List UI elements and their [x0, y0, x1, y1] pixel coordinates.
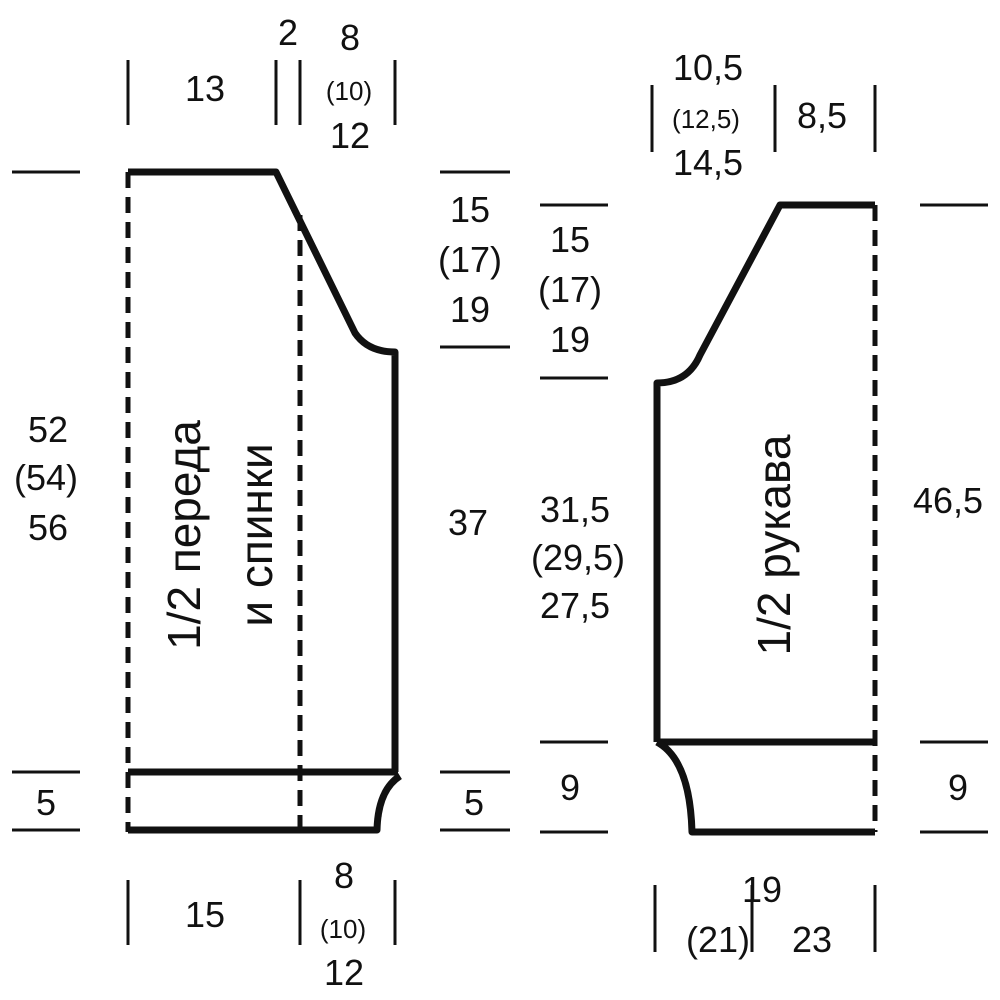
- sleeve-top-dimensions: 10,5 (12,5) 14,5 8,5: [650, 47, 877, 183]
- sleeve-cap-height-2: (17): [538, 269, 602, 310]
- sleeve-title: 1/2 рукава: [748, 434, 800, 655]
- sleeve-cap-height-1: 15: [550, 219, 590, 260]
- body-side-length: 37: [448, 502, 488, 543]
- body-bottom-dimensions: 15 8 (10) 12: [126, 855, 397, 993]
- sleeve-cuff-edge: [655, 738, 875, 836]
- body-right-dimensions: 15 (17) 19 37 5: [438, 170, 510, 832]
- sleeve-length-2: (29,5): [531, 537, 625, 578]
- sleeve-right-dimensions: 46,5 9: [913, 203, 988, 834]
- body-bottom-side-3: 12: [324, 952, 364, 993]
- body-neck-width-3: 12: [330, 115, 370, 156]
- body-neck-width-1: 8: [340, 17, 360, 58]
- body-neck-width-2: (10): [326, 76, 372, 106]
- body-rib-height-right: 5: [464, 782, 484, 823]
- sleeve-cap-width-3: 14,5: [673, 142, 743, 183]
- body-top-dimensions: 13 2 8 (10) 12: [126, 12, 397, 156]
- body-title-line1: 1/2 переда: [158, 420, 210, 650]
- body-piece: 1/2 переда и спинки: [125, 168, 403, 834]
- body-bottom-width: 15: [185, 894, 225, 935]
- sleeve-cuff-height-right: 9: [948, 767, 968, 808]
- body-shoulder-width: 13: [185, 68, 225, 109]
- sleeve-bottom-width-1: 19: [742, 869, 782, 910]
- sleeve-outline: [653, 201, 875, 742]
- body-height-2: (54): [14, 457, 78, 498]
- body-rib-height-left: 5: [36, 782, 56, 823]
- sleeve-total-length: 46,5: [913, 480, 983, 521]
- sleeve-left-dimensions: 15 (17) 19 31,5 (29,5) 27,5 9: [531, 203, 625, 834]
- body-armhole-1: 15: [450, 189, 490, 230]
- sleeve-top-edge-width: 8,5: [797, 95, 847, 136]
- sleeve-length-3: 27,5: [540, 585, 610, 626]
- body-outline: [128, 168, 399, 772]
- sleeve-piece: 1/2 рукава: [653, 201, 878, 836]
- body-armhole-2: (17): [438, 239, 502, 280]
- sleeve-bottom-width-3: 23: [792, 919, 832, 960]
- sleeve-bottom-dimensions: 19 (21) 23: [653, 869, 877, 960]
- sleeve-cap-width-1: 10,5: [673, 47, 743, 88]
- sleeve-cuff-height-left: 9: [560, 767, 580, 808]
- body-armhole-3: 19: [450, 289, 490, 330]
- body-height-1: 52: [28, 409, 68, 450]
- sleeve-bottom-width-2: (21): [686, 919, 750, 960]
- body-left-dimensions: 52 (54) 56 5: [12, 170, 80, 832]
- sleeve-cap-height-3: 19: [550, 319, 590, 360]
- body-bottom-side-2: (10): [320, 914, 366, 944]
- body-bottom-side-1: 8: [334, 855, 354, 896]
- body-height-3: 56: [28, 507, 68, 548]
- body-title-line2: и спинки: [230, 443, 282, 626]
- body-gap-width: 2: [278, 12, 298, 53]
- sleeve-length-1: 31,5: [540, 489, 610, 530]
- sleeve-cap-width-2: (12,5): [672, 104, 740, 134]
- body-bottom-edge: [128, 773, 403, 834]
